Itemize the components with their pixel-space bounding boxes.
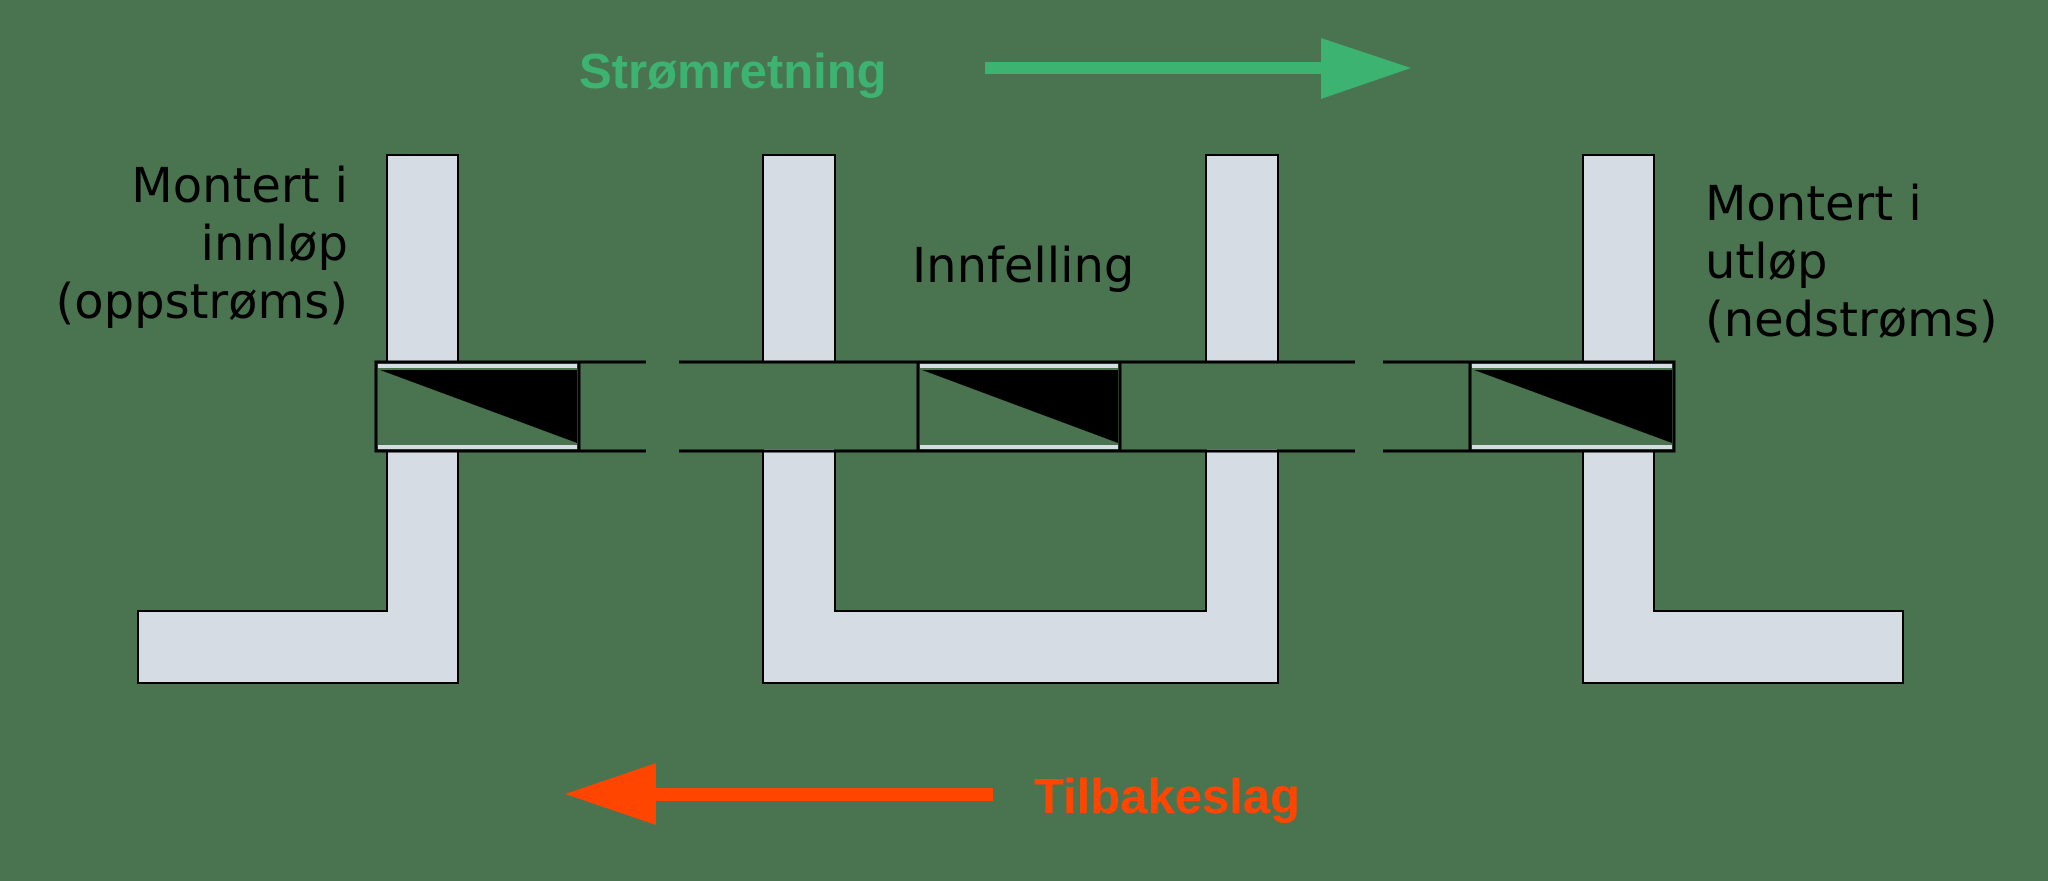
check-valve-outlet: [1468, 360, 1676, 453]
inlet-label-line: innløp: [200, 216, 348, 272]
recessed-label-line: Innfelling: [912, 238, 1135, 294]
inlet-wall: [137, 154, 459, 684]
flow-direction-label: Strømretning: [579, 45, 887, 99]
outlet-label-line: utløp: [1705, 234, 1828, 290]
flow-direction-arrow: [985, 38, 1411, 99]
inlet-label-line: (oppstrøms): [55, 274, 348, 330]
inlet-label-line: Montert i: [131, 158, 348, 214]
outlet-label-line: (nedstrøms): [1705, 292, 1998, 348]
inlet-label: Montert i innløp (oppstrøms): [56, 157, 348, 331]
outlet-label: Montert i utløp (nedstrøms): [1705, 175, 1998, 349]
recessed-walls: [762, 154, 1279, 684]
backflow-label: Tilbakeslag: [1034, 770, 1301, 824]
outlet-wall: [1582, 154, 1904, 684]
check-valve-recessed: [916, 360, 1122, 453]
backflow-arrow: [565, 763, 993, 825]
outlet-label-line: Montert i: [1705, 176, 1922, 232]
check-valve-inlet: [374, 360, 581, 453]
recessed-label: Innfelling: [912, 237, 1134, 295]
